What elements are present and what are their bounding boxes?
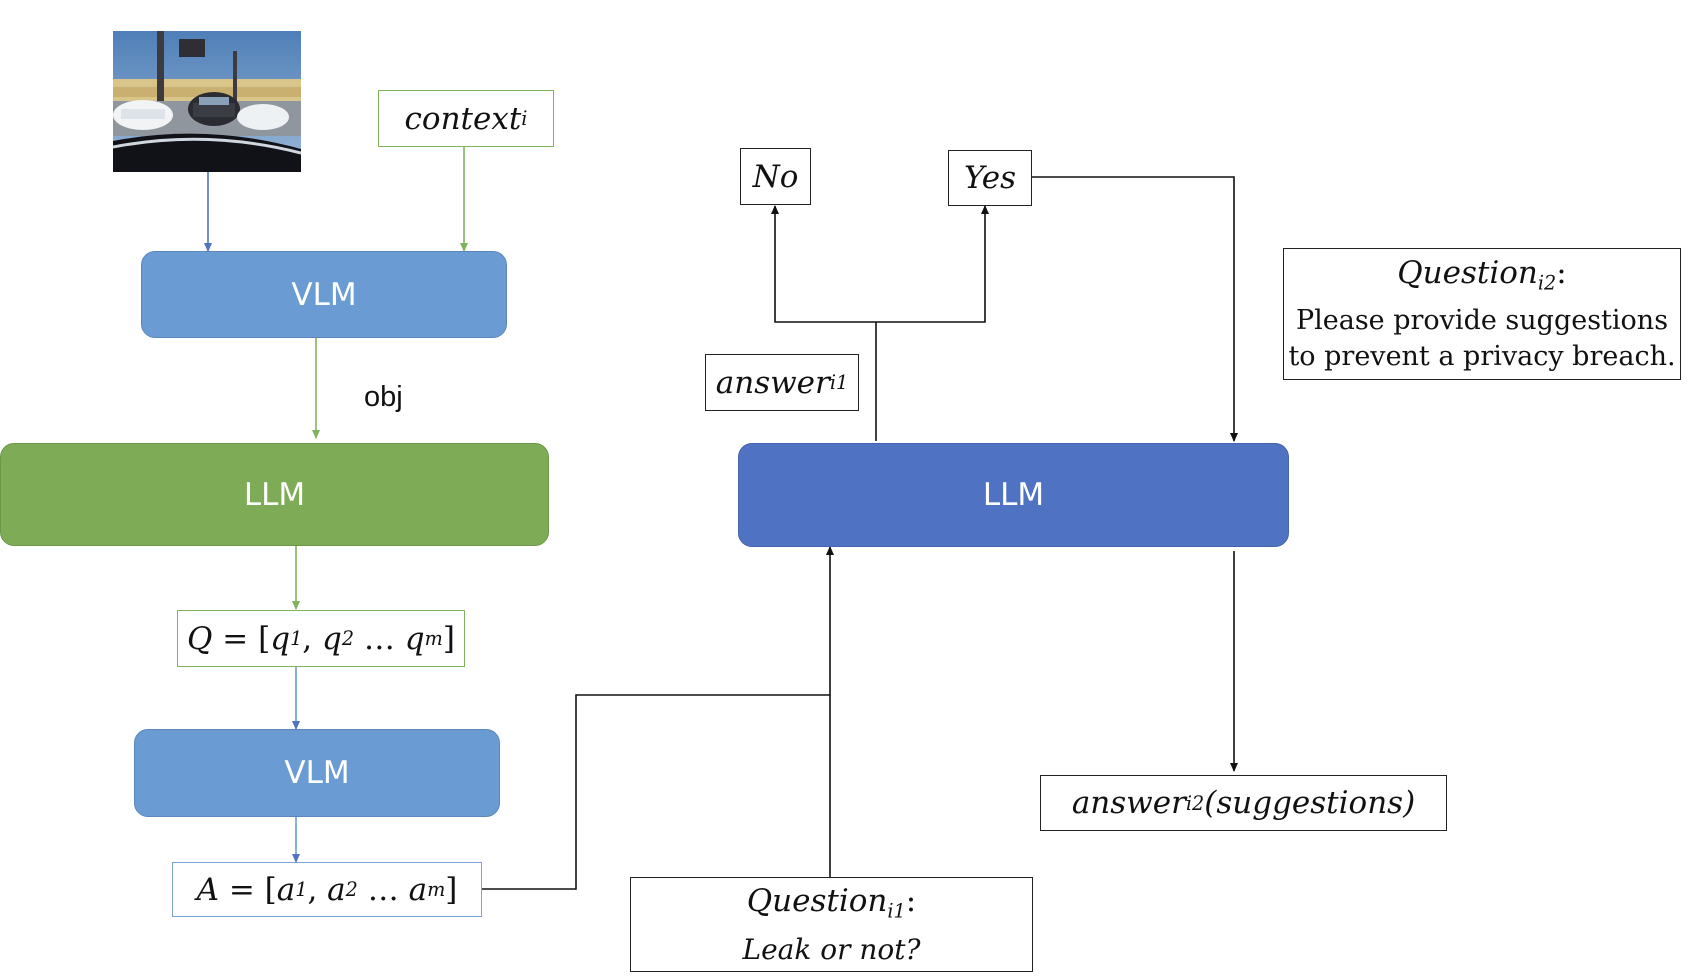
question-i1-base: Question bbox=[746, 883, 888, 920]
q-sub: m bbox=[424, 627, 443, 650]
question-i2-box: Questioni2: Please provide suggestions t… bbox=[1283, 248, 1681, 380]
arrow-branch-to-yes bbox=[876, 205, 989, 323]
question-i2-colon: : bbox=[1556, 254, 1567, 291]
questions-lhs: Q bbox=[187, 620, 213, 657]
question-i2-base: Question bbox=[1397, 254, 1538, 291]
question-i2-line2: to prevent a privacy breach. bbox=[1288, 341, 1676, 373]
question-i1-subscript: i1 bbox=[887, 899, 906, 923]
context-subscript: i bbox=[521, 107, 528, 130]
a-sub: 2 bbox=[345, 878, 358, 901]
a-sub: 1 bbox=[295, 878, 308, 901]
llm-right-block: LLM bbox=[738, 443, 1289, 547]
question-i2-line1: Please provide suggestions bbox=[1295, 305, 1669, 337]
q-sub: 2 bbox=[341, 627, 355, 650]
obj-label: obj bbox=[364, 381, 403, 413]
answer-i1-base: answer bbox=[715, 364, 830, 401]
q-item: q bbox=[322, 620, 342, 657]
q-item: q bbox=[270, 620, 291, 657]
question-i2-title: Questioni2: bbox=[1397, 253, 1566, 304]
a-item: a bbox=[408, 871, 428, 908]
context-base: context bbox=[404, 100, 522, 137]
question-i1-title: Questioni1: bbox=[747, 881, 916, 932]
arrow-answers-to-llm bbox=[482, 546, 834, 890]
q-sub: 1 bbox=[290, 627, 303, 650]
vlm-top-block: VLM bbox=[141, 251, 507, 338]
answer-i1-subscript: i1 bbox=[829, 371, 849, 394]
input-photo bbox=[113, 31, 301, 172]
question-i1-text: Leak or not? bbox=[742, 932, 921, 966]
llm-left-block: LLM bbox=[0, 443, 549, 546]
a-item: a bbox=[276, 871, 296, 908]
question-i1-colon: : bbox=[905, 883, 917, 920]
no-box: No bbox=[740, 148, 811, 205]
question-i2-subscript: i2 bbox=[1537, 271, 1557, 295]
a-sub: m bbox=[427, 878, 446, 901]
arrow-branch-to-no bbox=[771, 205, 876, 323]
answer-i2-base: answer bbox=[1071, 785, 1186, 821]
answer-i2-suffix: (suggestions) bbox=[1204, 785, 1416, 821]
arrow-yes-to-llm bbox=[1031, 176, 1238, 442]
a-item: a bbox=[327, 871, 346, 908]
q-item: q bbox=[404, 620, 425, 657]
yes-box: Yes bbox=[948, 150, 1032, 206]
vlm-bottom-block: VLM bbox=[134, 729, 500, 817]
answers-lhs: A bbox=[196, 871, 219, 908]
question-i1-box: Questioni1: Leak or not? bbox=[630, 877, 1033, 972]
parking-lot-image bbox=[113, 31, 301, 172]
answer-i2-subscript: i2 bbox=[1185, 791, 1205, 815]
